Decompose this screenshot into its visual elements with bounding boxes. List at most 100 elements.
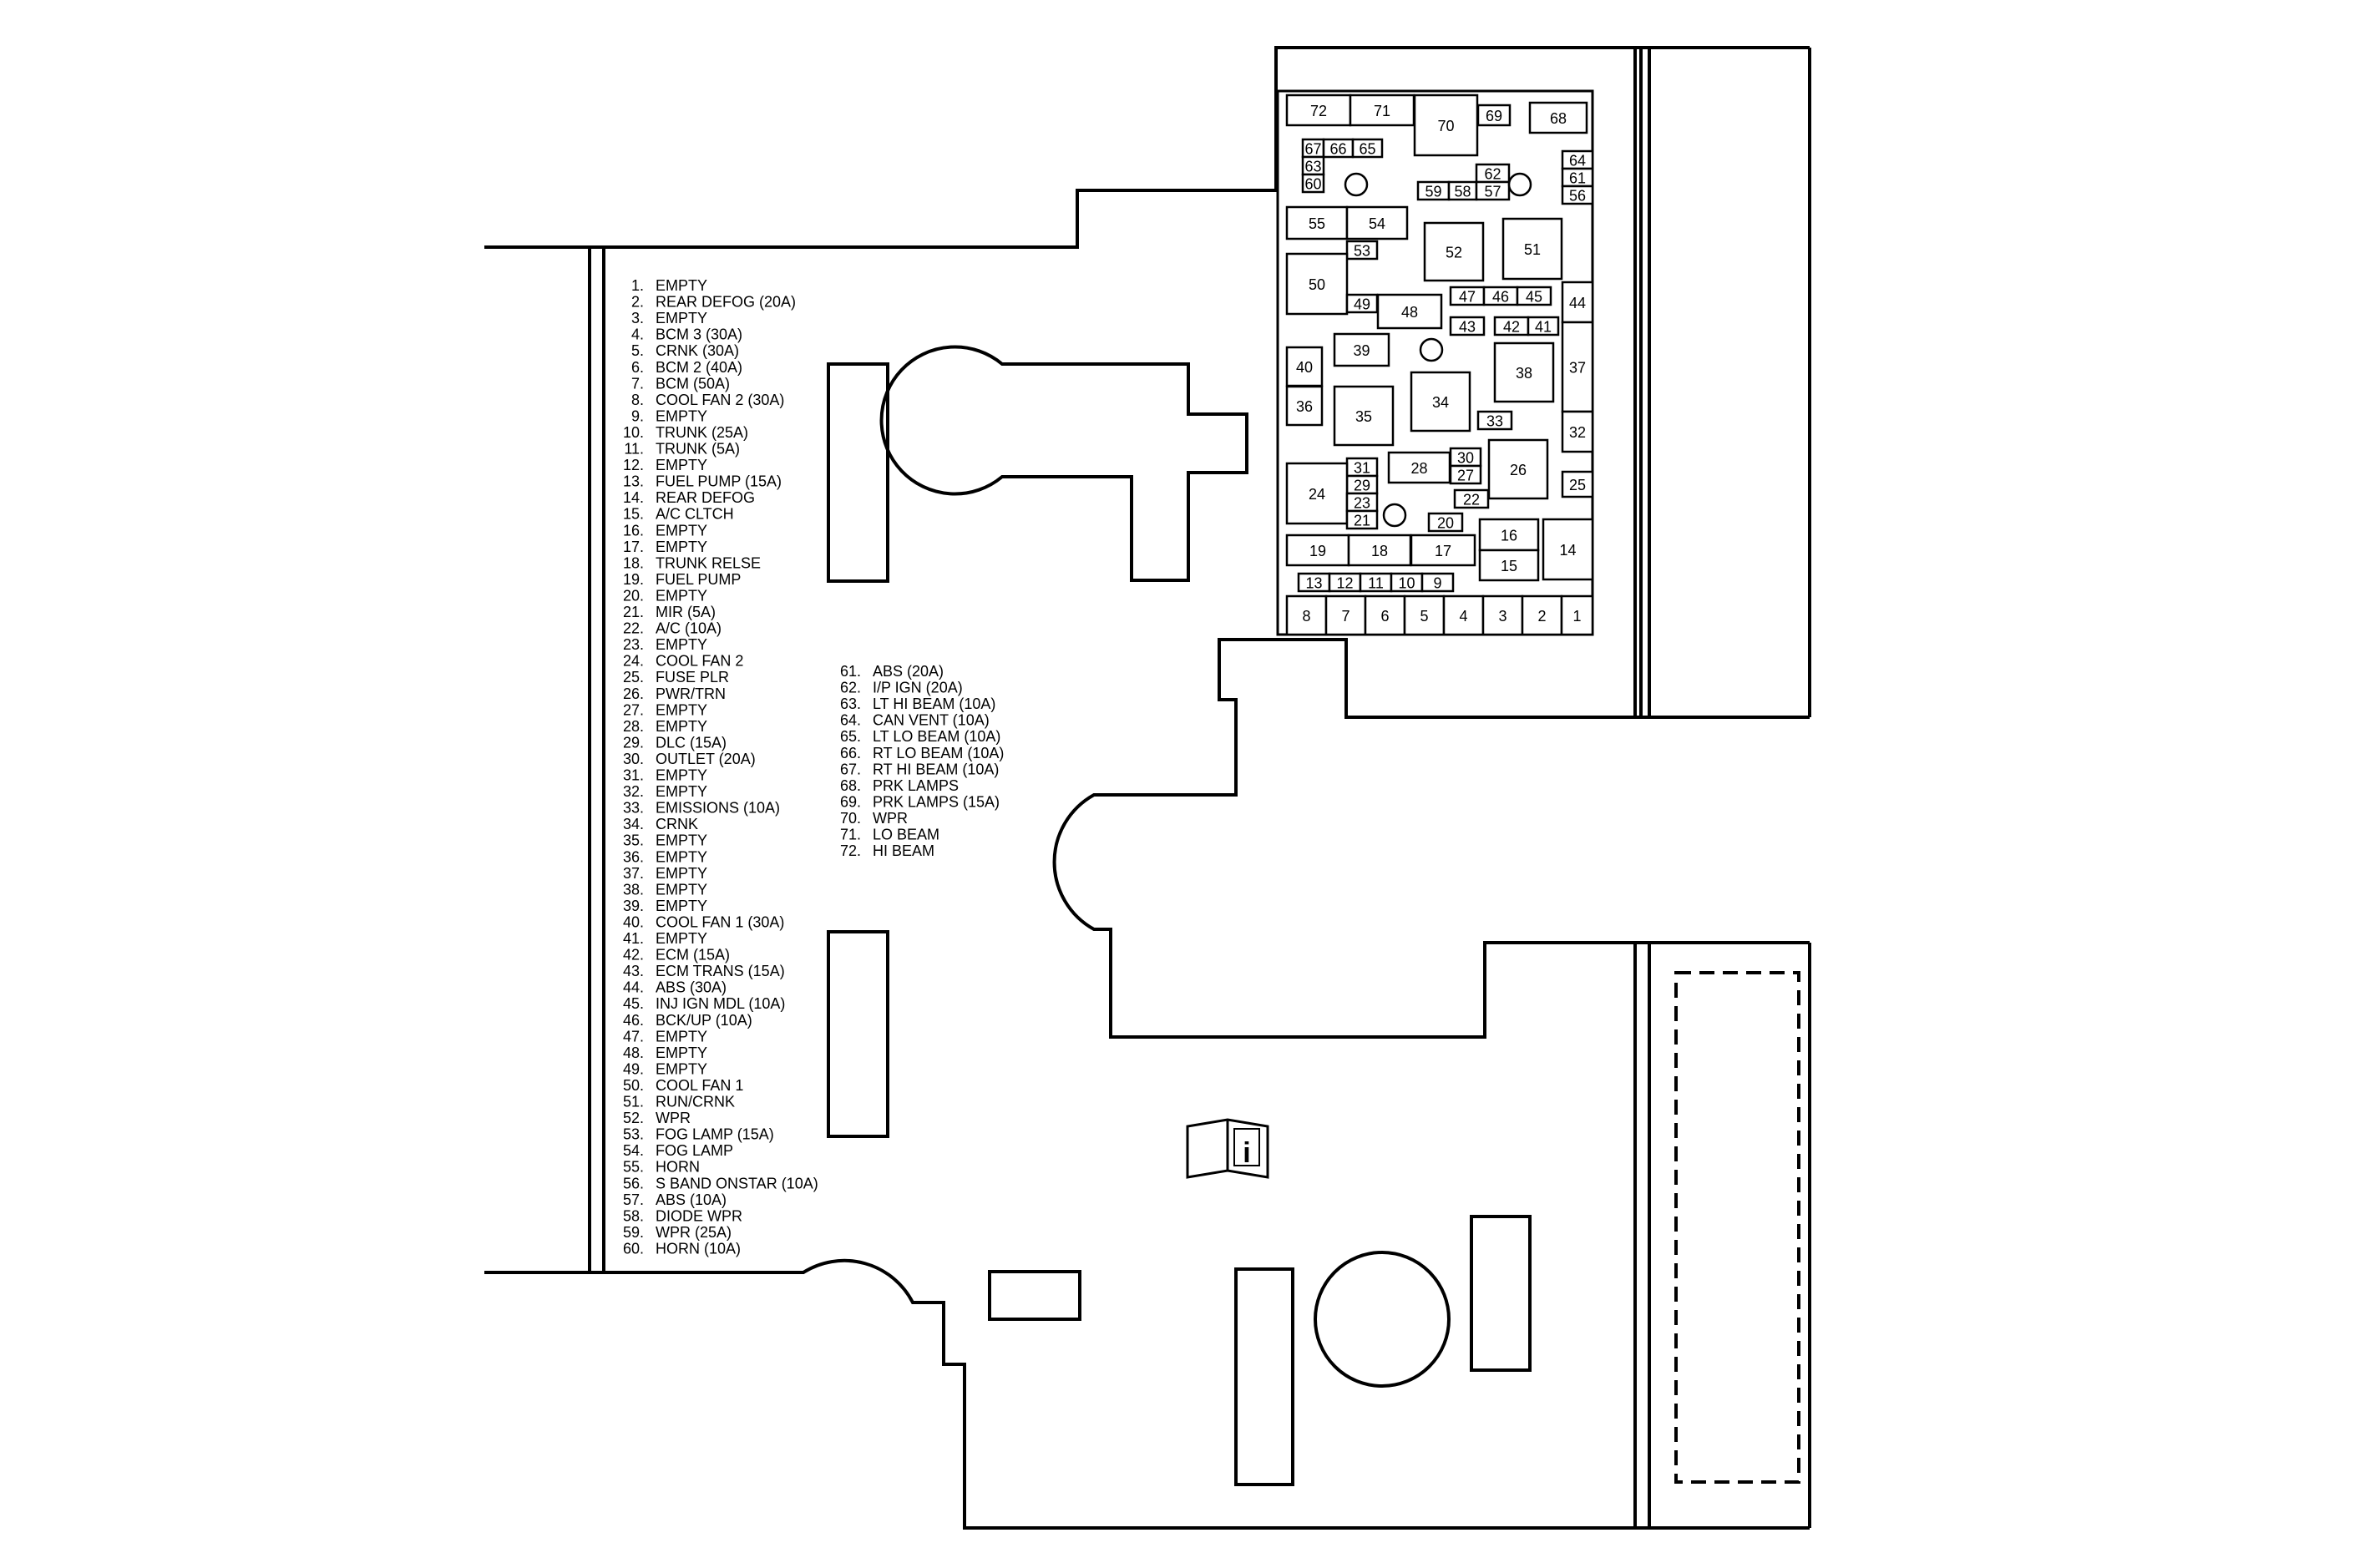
fuse-label-42: 42 xyxy=(1503,319,1520,336)
fuse-label-7: 7 xyxy=(1341,608,1350,625)
fuse-label-47: 47 xyxy=(1459,289,1476,306)
legend-item-number: 19. xyxy=(623,571,644,588)
fuse-slot-9 xyxy=(1420,572,1455,593)
legend-item-label: A/C CLTCH xyxy=(656,506,734,523)
legend-item-label: EMPTY xyxy=(656,636,707,653)
fuse-label-20: 20 xyxy=(1437,515,1454,532)
legend-item-number: 62. xyxy=(840,680,861,696)
fuse-slot-56 xyxy=(1561,185,1594,205)
legend-item-number: 23. xyxy=(623,636,644,653)
legend-item-number: 70. xyxy=(840,810,861,827)
legend-item-label: RUN/CRNK xyxy=(656,1094,735,1110)
legend-item-label: CAN VENT (10A) xyxy=(873,712,990,729)
fuse-label-26: 26 xyxy=(1510,462,1527,478)
legend-item-label: BCM (50A) xyxy=(656,375,730,392)
fuse-label-6: 6 xyxy=(1380,608,1389,625)
legend-item-number: 50. xyxy=(623,1077,644,1094)
legend-item-number: 44. xyxy=(623,979,644,996)
fuse-label-39: 39 xyxy=(1353,342,1370,359)
legend-item-label: PRK LAMPS xyxy=(873,777,959,794)
legend-item-number: 10. xyxy=(623,424,644,441)
legend-item-number: 56. xyxy=(623,1175,644,1191)
legend-item-label: ABS (10A) xyxy=(656,1191,727,1208)
legend-item-label: EMPTY xyxy=(656,277,707,294)
fuse-slot-48 xyxy=(1376,293,1443,330)
legend-item-number: 13. xyxy=(623,473,644,490)
fuse-slot-38 xyxy=(1493,341,1555,403)
legend-item-label: FUSE PLR xyxy=(656,669,729,685)
fuse-label-27: 27 xyxy=(1457,468,1474,484)
fuse-slot-20 xyxy=(1427,512,1464,533)
legend-item-number: 34. xyxy=(623,816,644,832)
fuse-label-13: 13 xyxy=(1305,575,1322,592)
fuse-label-1: 1 xyxy=(1572,608,1581,625)
legend-item-number: 33. xyxy=(623,800,644,817)
legend-item-label: BCM 3 (30A) xyxy=(656,326,742,343)
fuse-slot-39 xyxy=(1333,332,1390,367)
legend-item-label: I/P IGN (20A) xyxy=(873,680,963,696)
legend-item-number: 58. xyxy=(623,1207,644,1224)
legend-item-label: INJ IGN MDL (10A) xyxy=(656,995,785,1012)
fuse-label-40: 40 xyxy=(1296,359,1313,376)
fuse-slot-21 xyxy=(1345,509,1379,530)
legend-item-number: 42. xyxy=(623,947,644,964)
legend-item-label: COOL FAN 1 (30A) xyxy=(656,913,784,930)
fuse-slot-53 xyxy=(1345,240,1379,261)
legend-item-number: 65. xyxy=(840,728,861,745)
legend-item-label: BCM 2 (40A) xyxy=(656,359,742,376)
fuse-slot-44 xyxy=(1561,281,1594,324)
fuse-label-57: 57 xyxy=(1484,184,1501,200)
legend-item-number: 61. xyxy=(840,663,861,680)
legend-item-label: EMPTY xyxy=(656,539,707,555)
fuse-slot-72 xyxy=(1285,94,1352,127)
legend-item-number: 6. xyxy=(631,359,644,376)
fuse-label-66: 66 xyxy=(1329,141,1346,158)
legend-item-label: WPR xyxy=(656,1110,691,1126)
fuse-label-67: 67 xyxy=(1304,141,1321,158)
legend-item-label: OUTLET (20A) xyxy=(656,751,756,767)
legend-item-number: 41. xyxy=(623,930,644,947)
legend-item-number: 5. xyxy=(631,342,644,359)
legend-item-number: 66. xyxy=(840,745,861,761)
legend-item-number: 2. xyxy=(631,294,644,311)
fuse-slot-25 xyxy=(1561,470,1594,498)
fuse-label-23: 23 xyxy=(1354,495,1370,512)
fuse-slot-26 xyxy=(1487,438,1549,500)
legend-item-label: RT LO BEAM (10A) xyxy=(873,745,1004,761)
legend-item-number: 60. xyxy=(623,1240,644,1257)
legend-item-label: EMPTY xyxy=(656,587,707,604)
legend-item-label: EMPTY xyxy=(656,701,707,718)
fuse-label-43: 43 xyxy=(1459,319,1476,336)
fuse-slot-52 xyxy=(1423,221,1485,282)
fuse-slot-16 xyxy=(1478,518,1540,552)
legend-item-number: 52. xyxy=(623,1110,644,1126)
legend-item-number: 20. xyxy=(623,587,644,604)
legend-item-label: EMPTY xyxy=(656,767,707,784)
fuse-slot-18 xyxy=(1347,534,1412,567)
fuse-label-18: 18 xyxy=(1371,543,1388,559)
legend-item-label: EMPTY xyxy=(656,881,707,898)
fuse-label-3: 3 xyxy=(1498,608,1506,625)
legend-item-label: A/C (10A) xyxy=(656,620,722,637)
legend-item-label: COOL FAN 2 xyxy=(656,653,743,670)
legend-item-label: TRUNK RELSE xyxy=(656,554,761,571)
legend-item-label: ECM TRANS (15A) xyxy=(656,963,785,979)
fuse-slot-43 xyxy=(1449,316,1486,336)
legend-item-label: COOL FAN 1 xyxy=(656,1077,743,1094)
fuse-label-54: 54 xyxy=(1369,215,1385,232)
legend-item-label: EMPTY xyxy=(656,832,707,849)
fuse-label-49: 49 xyxy=(1354,296,1370,313)
fuse-slot-50 xyxy=(1285,252,1349,316)
legend-item-label: CRNK xyxy=(656,816,698,832)
legend-item-label: WPR xyxy=(873,810,908,827)
fuse-slot-45 xyxy=(1516,286,1552,306)
legend-item-number: 21. xyxy=(623,604,644,620)
legend-item-number: 27. xyxy=(623,701,644,718)
fuse-slot-22 xyxy=(1453,488,1490,509)
fuse-slot-65 xyxy=(1351,138,1384,159)
fuse-label-51: 51 xyxy=(1524,241,1541,258)
legend-item-number: 32. xyxy=(623,783,644,800)
legend-item-label: DIODE WPR xyxy=(656,1207,742,1224)
